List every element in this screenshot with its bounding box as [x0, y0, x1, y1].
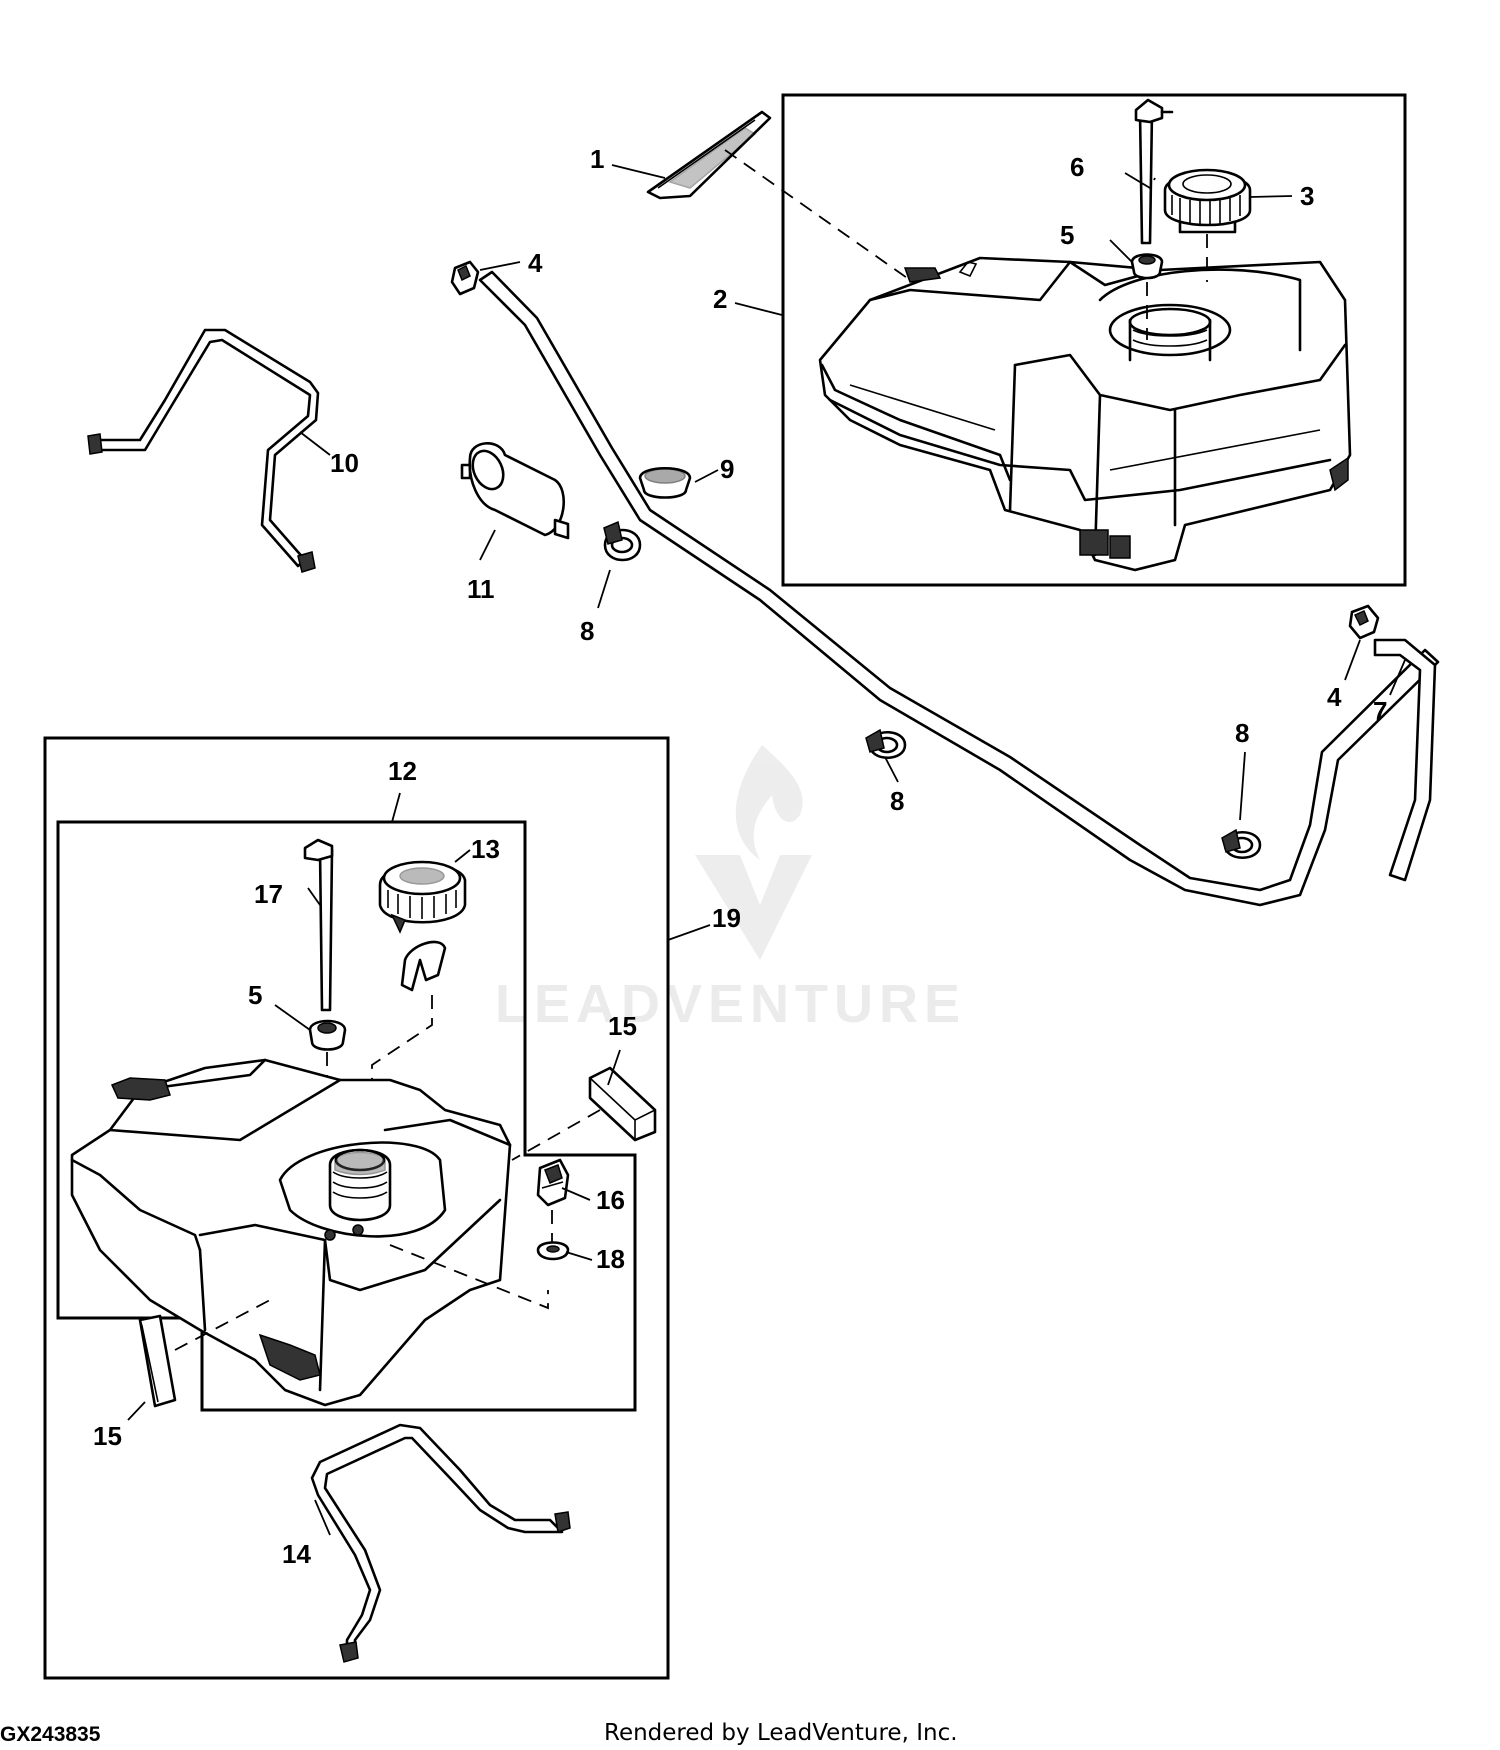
part-2-fuel-tank	[818, 256, 1352, 572]
callout-15-right: 15	[608, 1011, 637, 1041]
part-17-pickup-tube	[303, 838, 334, 1012]
part-16-valve	[536, 1158, 570, 1207]
callout-5-lower: 5	[248, 980, 262, 1010]
part-18-grommet	[536, 1241, 570, 1261]
render-credit: Rendered by LeadVenture, Inc.	[604, 1720, 958, 1746]
part-4-hose-clip-left	[450, 260, 480, 296]
pad-left-guide	[174, 1299, 271, 1351]
part-15-foam-pad-left	[138, 1314, 177, 1408]
callout-1: 1	[590, 144, 604, 174]
watermark-text: LEADVENTURE	[495, 974, 966, 1034]
cap-tether	[400, 940, 447, 992]
callout-2: 2	[713, 284, 727, 314]
part-5-grommet-lower	[308, 1019, 347, 1051]
part-12-fuel-tank	[70, 1058, 512, 1407]
tank-bottom-guide	[389, 1244, 549, 1310]
part-10-fuel-line	[94, 328, 320, 568]
callout-8-b: 8	[890, 786, 904, 816]
part-3-fuel-cap	[1163, 168, 1252, 234]
assembly-12-outline	[56, 820, 637, 1412]
leadventure-watermark: LEADVENTURE	[495, 745, 966, 1034]
fuel-line-lower-end-a	[554, 1511, 571, 1533]
tank-assembly-box	[781, 93, 1407, 587]
fuel-line-end-right	[297, 551, 316, 573]
callout-15-left: 15	[93, 1421, 122, 1451]
fuel-hose-main	[478, 270, 1440, 907]
leader-lines	[127, 164, 1406, 1536]
callout-13: 13	[471, 834, 500, 864]
part-15-foam-pad-right	[588, 1066, 657, 1142]
callout-16: 16	[596, 1185, 625, 1215]
callout-5-upper: 5	[1060, 220, 1074, 250]
part-14-fuel-line	[310, 1423, 564, 1652]
callout-8-c: 8	[1235, 718, 1249, 748]
assembly-19-box	[43, 736, 670, 1680]
callout-19: 19	[712, 903, 741, 933]
callout-12: 12	[388, 756, 417, 786]
callout-9: 9	[720, 454, 734, 484]
part-8-clamp-c	[1221, 828, 1262, 859]
callout-14: 14	[282, 1539, 311, 1569]
figure-id: GX243835	[0, 1723, 101, 1746]
pad-right-guide	[511, 1109, 601, 1161]
callout-18: 18	[596, 1244, 625, 1274]
part-11-fuel-filter	[460, 442, 570, 540]
callout-6: 6	[1070, 152, 1084, 182]
callout-11: 11	[467, 574, 495, 604]
part-7-vent-hose	[1373, 638, 1437, 882]
part-9-bushing	[638, 467, 692, 499]
decal-guide-line	[724, 149, 911, 281]
callout-10: 10	[330, 448, 359, 478]
callout-4-left: 4	[528, 248, 543, 278]
part-4-hose-clip-right	[1348, 604, 1380, 640]
part-1-decal	[646, 110, 772, 200]
callout-3: 3	[1300, 181, 1314, 211]
part-6-pickup-tube	[1134, 98, 1174, 245]
callout-labels: 1 2 3 4 4 5 5 6 7 8 8 8 8 9 10 11 12 13 …	[93, 144, 1387, 1569]
fuel-line-end-left	[87, 433, 103, 455]
callout-4-right: 4	[1327, 682, 1342, 712]
part-13-fuel-cap	[378, 860, 467, 934]
callout-8-a: 8	[580, 616, 594, 646]
part-5-grommet-upper	[1130, 253, 1164, 280]
callout-7: 7	[1373, 696, 1387, 726]
callout-17: 17	[254, 879, 283, 909]
part-8-clamp-b	[865, 728, 907, 759]
part-8-clamp-a	[603, 520, 642, 562]
fuel-line-lower-end-b	[339, 1641, 359, 1663]
